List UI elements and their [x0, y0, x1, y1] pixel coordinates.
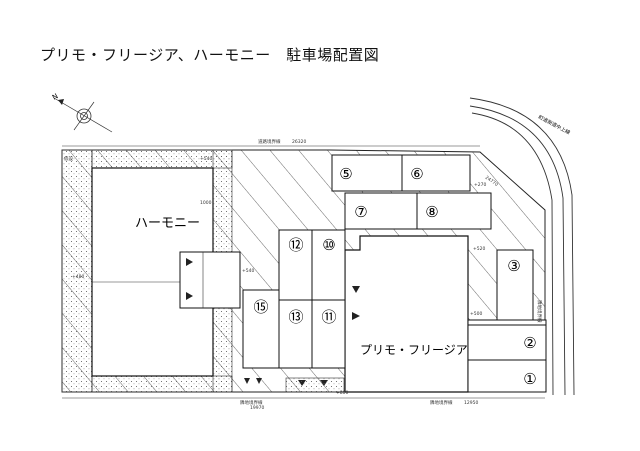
building-primo	[344, 235, 469, 393]
parking-space-15	[242, 289, 280, 369]
parking-label-6: ⑥	[410, 165, 423, 183]
level-520: +520	[473, 246, 485, 252]
level-270: +270	[474, 182, 486, 188]
parking-space-2	[467, 324, 547, 361]
parking-label-8: ⑧	[425, 203, 438, 221]
right-boundary: 隣地境界線	[536, 300, 543, 323]
parking-group-top	[331, 154, 492, 230]
road-name: 町道新道中上線	[537, 114, 571, 137]
level-800: +800	[336, 390, 348, 396]
parking-label-3: ③	[507, 257, 520, 275]
planting-strip-bottom	[91, 375, 233, 393]
parking-label-1: ①	[523, 370, 536, 388]
building-harmony-label: ハーモニー	[135, 216, 200, 231]
bottom-dim-right: 12950	[464, 400, 478, 406]
left-label: 仮設	[64, 155, 73, 162]
parking-space-8	[416, 192, 492, 230]
compass-north-label: N	[51, 92, 60, 102]
top-boundary-label: 道路境界線	[258, 138, 281, 145]
parking-space-3	[496, 249, 534, 321]
parking-label-11: ⑪	[321, 308, 336, 326]
building-primo-label: プリモ・フリージア	[360, 343, 468, 357]
level-540b: +540	[242, 268, 254, 274]
parking-label-2: ②	[523, 334, 536, 352]
parking-space-5	[331, 154, 403, 192]
road	[469, 97, 575, 396]
parking-label-10: ⑩	[322, 236, 335, 254]
bottom-dim-left: 19970	[250, 405, 264, 411]
page-title: プリモ・フリージア、ハーモニー 駐車場配置図	[40, 46, 380, 64]
level-500: +500	[470, 311, 482, 317]
parking-space-7	[344, 192, 418, 230]
parking-label-15: ⑮	[253, 298, 268, 316]
parking-label-5: ⑤	[339, 165, 352, 183]
parking-label-13: ⑬	[288, 308, 303, 326]
bottom-boundary-left: 隣地境界線	[240, 399, 263, 406]
parking-label-12: ⑫	[288, 236, 303, 254]
parking-space-1	[467, 359, 547, 393]
parking-label-7: ⑦	[354, 203, 367, 221]
parking-group-center	[242, 229, 346, 369]
parking-group-right	[467, 249, 547, 393]
parking-space-11	[311, 299, 346, 369]
parking-space-6	[401, 154, 471, 192]
planting-strip-left	[61, 149, 93, 393]
compass-icon	[53, 97, 113, 133]
level-540: +540	[200, 156, 212, 162]
left-dim: 1000	[200, 200, 212, 206]
bottom-planter	[285, 377, 345, 393]
parking-labels: ⑤ ⑥ ⑦ ⑧ ⑫ ⑩ ⑬ ⑪ ⑮ ③ ② ①	[253, 165, 536, 388]
parking-space-10	[311, 229, 346, 301]
left-dim-2: +480	[72, 274, 84, 280]
top-dim: 26320	[292, 139, 306, 145]
bottom-boundary-right: 隣地境界線	[430, 399, 453, 406]
parking-space-12	[278, 229, 313, 301]
